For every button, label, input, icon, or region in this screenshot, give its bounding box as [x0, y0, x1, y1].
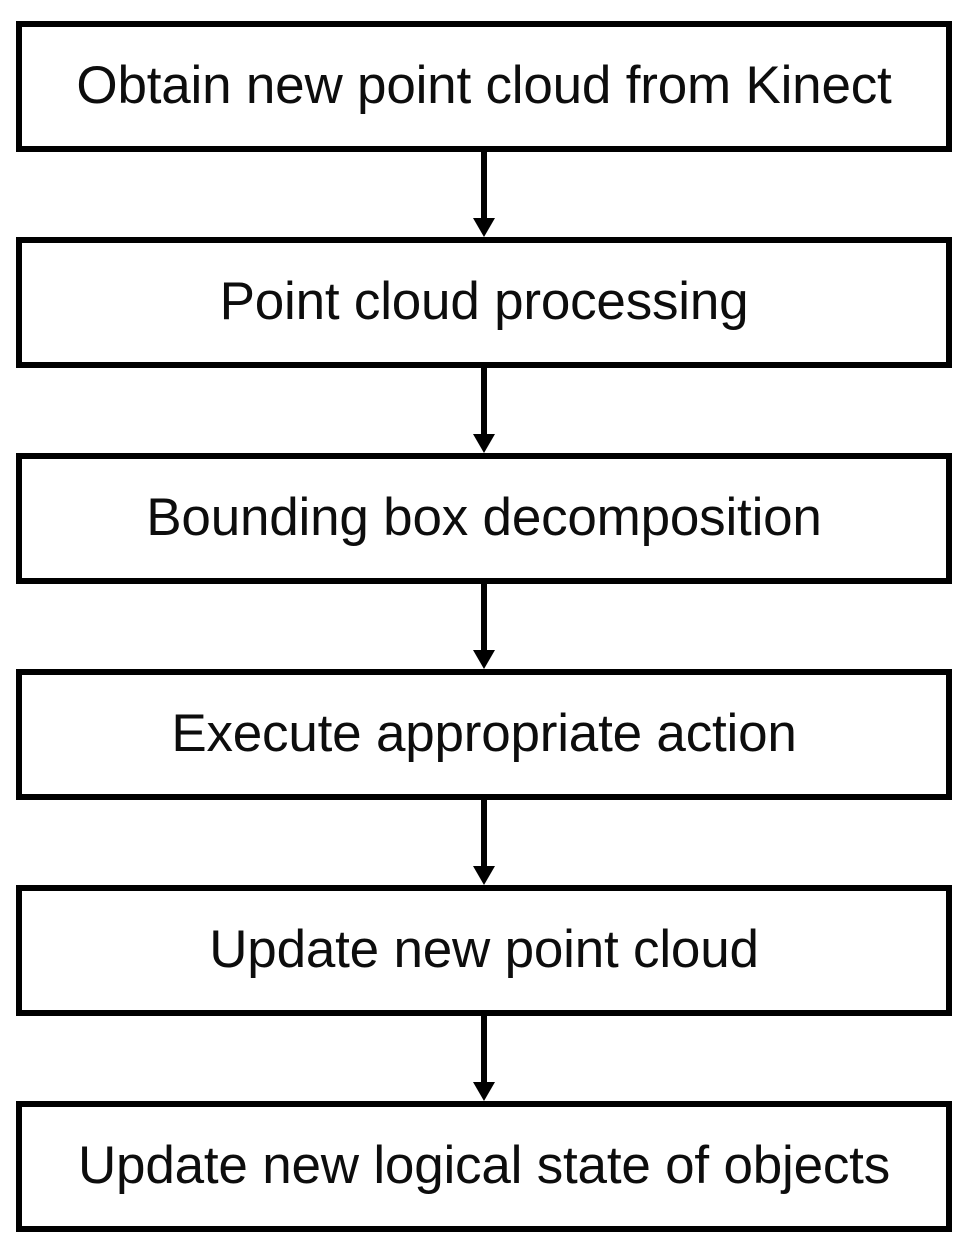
- arrow-down-icon: [473, 434, 495, 453]
- arrow-shaft-icon: [481, 368, 487, 436]
- flowchart-edge-1: [16, 152, 952, 237]
- flowchart-node-2[interactable]: Point cloud processing: [16, 237, 952, 368]
- arrow-shaft-icon: [481, 584, 487, 652]
- flowchart-node-1-label: Obtain new point cloud from Kinect: [76, 56, 892, 116]
- arrow-shaft-icon: [481, 152, 487, 220]
- arrow-down-icon: [473, 218, 495, 237]
- flowchart-node-3[interactable]: Bounding box decomposition: [16, 453, 952, 584]
- flowchart-node-6-label: Update new logical state of objects: [77, 1136, 891, 1196]
- arrow-down-icon: [473, 866, 495, 885]
- flowchart-node-6[interactable]: Update new logical state of objects: [16, 1101, 952, 1232]
- arrow-down-icon: [473, 650, 495, 669]
- flowchart-node-2-label: Point cloud processing: [219, 272, 749, 332]
- arrow-shaft-icon: [481, 1016, 487, 1084]
- flowchart-edge-2: [16, 368, 952, 453]
- flowchart-edge-5: [16, 1016, 952, 1101]
- flowchart-edge-3: [16, 584, 952, 669]
- flowchart-edge-4: [16, 800, 952, 885]
- flowchart-node-4-label: Execute appropriate action: [171, 704, 797, 764]
- flowchart-node-1[interactable]: Obtain new point cloud from Kinect: [16, 21, 952, 152]
- flowchart-node-4[interactable]: Execute appropriate action: [16, 669, 952, 800]
- arrow-down-icon: [473, 1082, 495, 1101]
- flowchart-node-5[interactable]: Update new point cloud: [16, 885, 952, 1016]
- flowchart-node-3-label: Bounding box decomposition: [146, 488, 822, 548]
- flowchart-node-5-label: Update new point cloud: [209, 920, 759, 980]
- flowchart-node-column: Obtain new point cloud from Kinect Point…: [16, 21, 952, 1232]
- arrow-shaft-icon: [481, 800, 487, 868]
